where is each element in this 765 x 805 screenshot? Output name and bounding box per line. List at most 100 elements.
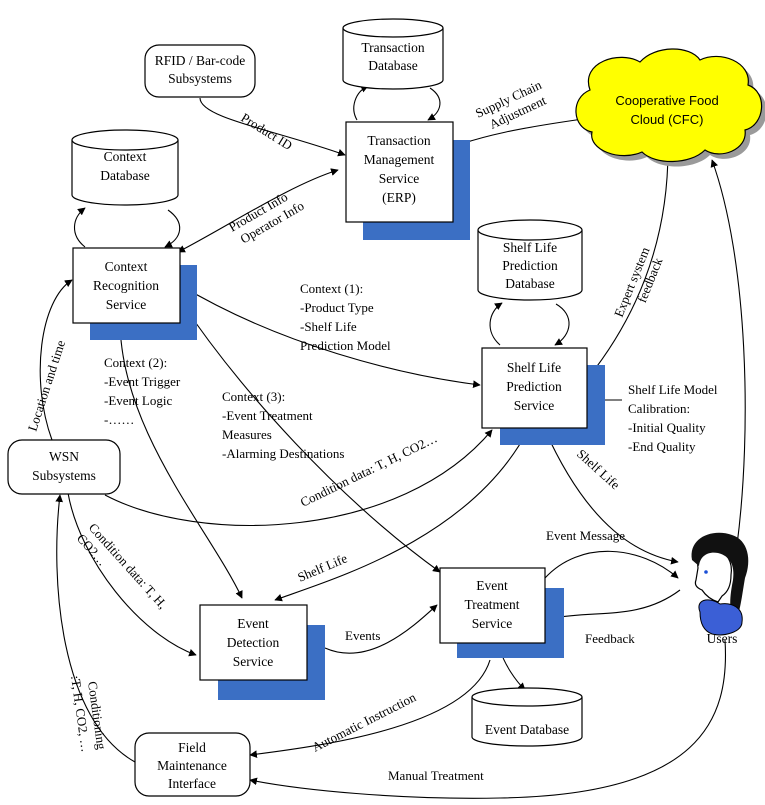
eds-label-1: Event [237, 616, 269, 631]
edge-slps-to-users [544, 429, 679, 565]
ets-label-3: Service [472, 616, 512, 631]
context1-line-1: Context (1): [300, 281, 363, 296]
crs-node: Context Recognition Service [72, 247, 197, 340]
crs-label-3: Service [106, 297, 146, 312]
sl-db-top [477, 219, 583, 241]
sl-db-body [477, 230, 583, 301]
edge-wsn-to-crs [39, 279, 73, 441]
context-db-top [71, 129, 179, 151]
tms-label-3: Service [379, 171, 419, 186]
label-shelf-life-right: Shelf Life [574, 446, 623, 492]
context3-line-3: Measures [222, 427, 272, 442]
wsn-box [7, 439, 121, 495]
sl-db-label-2: Prediction [502, 258, 558, 273]
edge-cfc-to-slps [587, 149, 669, 379]
label-product-info: Product Info Operator Info [226, 189, 307, 247]
edge-db-loop-slps [554, 303, 570, 346]
edge-tms-crs [177, 168, 339, 253]
event-database: Event Database [471, 687, 583, 747]
edge-crs-loop-db [73, 207, 86, 248]
edge-eds-to-ets [324, 604, 438, 654]
context2-line-1: Context (2): [104, 355, 167, 370]
label-automatic-instruction: Automatic Instruction [310, 689, 419, 755]
fmi-box [134, 732, 251, 797]
context1-line-2: -Product Type [300, 300, 374, 315]
fmi-node: Field Maintenance Interface [134, 732, 251, 797]
crs-label-1: Context [105, 259, 148, 274]
rfid-box [144, 44, 256, 98]
fmi-label-1: Field [178, 740, 206, 755]
user-hair-icon [691, 532, 749, 620]
users-label: Users [707, 631, 738, 646]
tms-label-2: Management [364, 152, 435, 167]
edge-slps-loop-db [489, 302, 503, 346]
edge-fmi-to-wsn [55, 494, 136, 763]
calibration-line-3: -Initial Quality [628, 420, 706, 435]
edge-ets-to-fmi [249, 659, 491, 758]
slps-node: Shelf Life Prediction Service [481, 347, 605, 445]
label-location-time: Location and time [25, 338, 69, 433]
context-db-label-1: Context [104, 149, 147, 164]
calibration-line-2: Calibration: [628, 401, 690, 416]
edge-wsn-to-eds [67, 492, 197, 657]
sl-db-label-3: Database [505, 276, 554, 291]
crs-box [72, 247, 181, 324]
crs-label-2: Recognition [93, 278, 159, 293]
label-events: Events [345, 628, 380, 643]
edge-crs-to-eds [119, 319, 243, 599]
wsn-label-2: Subsystems [32, 468, 96, 483]
event-db-body [471, 697, 583, 747]
tms-label-1: Transaction [367, 133, 430, 148]
cfc-label-2: Cloud (CFC) [631, 112, 704, 127]
event-db-top [471, 687, 583, 707]
cfc-node: Cooperative Food Cloud (CFC) [575, 48, 765, 167]
wsn-node: WSN Subsystems [7, 439, 121, 495]
label-expert-feedback: Expert system feedback [611, 245, 666, 319]
context3-line-1: Context (3): [222, 389, 285, 404]
label-event-message: Event Message [546, 528, 625, 543]
users-node: Users [691, 532, 749, 646]
ets-label-1: Event [476, 578, 508, 593]
context2-line-4: -…… [104, 412, 134, 427]
context2-line-3: -Event Logic [104, 393, 172, 408]
context-database: Context Database [71, 129, 179, 206]
edge-slps-to-eds [274, 429, 529, 602]
label-condition-data-top: Condition data: T, H, CO2… [298, 430, 440, 509]
context3-line-4: -Alarming Destinations [222, 446, 344, 461]
tms-node: Transaction Management Service (ERP) [345, 121, 470, 240]
edges [39, 85, 746, 799]
tms-label-4: (ERP) [382, 190, 416, 205]
calibration-line-4: -End Quality [628, 439, 696, 454]
rfid-label-1: RFID / Bar-code [155, 53, 245, 68]
slps-label-3: Service [514, 398, 554, 413]
label-conditioning: Conditioning :T, H, CO2, … [68, 675, 109, 753]
label-supply-chain: Supply Chain Adjustment [473, 77, 549, 132]
ets-box [439, 567, 546, 644]
transaction-database: Transaction Database [342, 18, 444, 90]
label-feedback: Feedback [585, 631, 635, 646]
user-body-icon [698, 599, 743, 636]
cfc-cloud [575, 48, 763, 163]
slps-label-2: Prediction [506, 379, 562, 394]
context2-line-2: -Event Trigger [104, 374, 181, 389]
ets-node: Event Treatment Service [439, 567, 564, 658]
edge-db-loop-tms [427, 87, 441, 121]
fmi-label-3: Interface [168, 776, 216, 791]
edge-tms-loop-db [353, 85, 369, 121]
context1-line-4: Prediction Model [300, 338, 391, 353]
transaction-db-top [342, 18, 444, 38]
edge-crs-to-ets [179, 299, 441, 573]
transaction-db-label-1: Transaction [361, 40, 424, 55]
label-product-id: Product ID [238, 110, 295, 153]
edge-crs-to-slps [179, 284, 481, 388]
eds-label-2: Detection [227, 635, 280, 650]
label-condition-data-bottom: Condition data: T, H, CO2… [74, 520, 170, 612]
eds-box [199, 604, 308, 681]
rfid-node: RFID / Bar-code Subsystems [144, 44, 256, 98]
slps-label-1: Shelf Life [507, 360, 561, 375]
cfc-label-1: Cooperative Food [615, 93, 718, 108]
edge-users-to-cfc [710, 159, 746, 546]
eds-node: Event Detection Service [199, 604, 325, 700]
user-eye-icon [704, 570, 708, 574]
